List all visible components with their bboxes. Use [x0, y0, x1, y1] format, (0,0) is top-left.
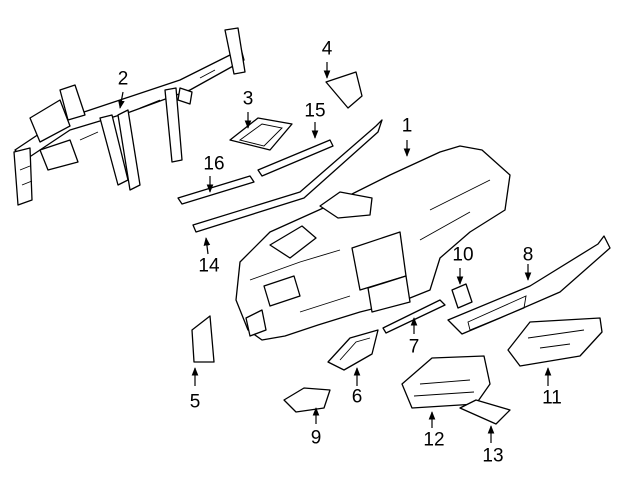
callout-16: 16: [203, 154, 224, 175]
part-12-glove-box: [401, 355, 491, 409]
part-7-trim-strip: [382, 299, 446, 334]
cross-car-beam: [13, 27, 246, 206]
callout-8: 8: [523, 245, 534, 266]
part-4-trim-panel: [325, 71, 363, 109]
part-11-glove-box-frame: [507, 317, 603, 367]
callout-2: 2: [118, 69, 129, 90]
callout-labels: 1 2 3 4 5 6 7 8 9 10 11 12 13 14 15 16: [118, 39, 562, 467]
part-3-vent-housing: [229, 117, 293, 151]
callout-6: 6: [352, 387, 363, 408]
callout-9: 9: [311, 428, 322, 449]
callout-3: 3: [243, 89, 254, 110]
callout-11: 11: [542, 388, 562, 409]
callout-15: 15: [304, 101, 325, 122]
part-6-knee-panel: [327, 329, 379, 371]
callout-5: 5: [190, 392, 201, 413]
instrument-panel: [235, 145, 511, 341]
part-5-end-cap: [191, 315, 215, 363]
callout-12: 12: [423, 430, 444, 451]
part-10-clip: [451, 283, 473, 309]
callout-1: 1: [402, 116, 413, 137]
callout-7: 7: [409, 337, 420, 358]
callout-13: 13: [482, 446, 503, 467]
callout-14: 14: [198, 256, 220, 277]
part-15-trim-strip: [257, 139, 334, 177]
part-13-insert: [459, 399, 511, 425]
callout-10: 10: [452, 245, 473, 266]
part-16-trim-strip: [177, 175, 255, 205]
callout-4: 4: [322, 39, 333, 60]
part-8-trim-panel: [447, 235, 611, 335]
leader-arrows: [118, 62, 552, 443]
part-9-bracket: [283, 387, 331, 413]
part-14-seal-strip: [192, 119, 383, 233]
